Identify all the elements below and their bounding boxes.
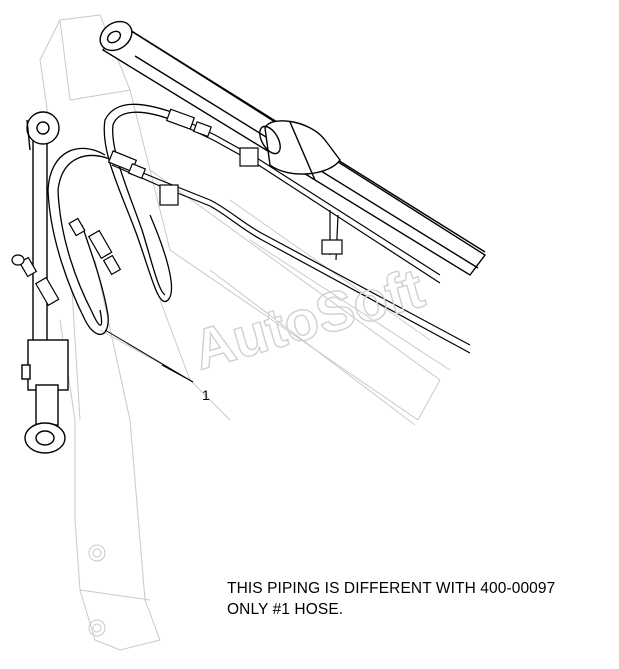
note-line-1: THIS PIPING IS DIFFERENT WITH 400-00097 <box>227 580 556 597</box>
callout-label: 1 <box>202 387 210 403</box>
diagram-note: THIS PIPING IS DIFFERENT WITH 400-00097 … <box>227 578 555 620</box>
hose-fittings <box>11 108 212 307</box>
watermark-logo: AutoSoft <box>186 256 431 382</box>
loop-hoses <box>47 103 181 336</box>
note-line-2: ONLY #1 HOSE. <box>227 601 344 618</box>
boom-cylinder <box>99 20 487 276</box>
callout-leaders <box>104 329 194 383</box>
